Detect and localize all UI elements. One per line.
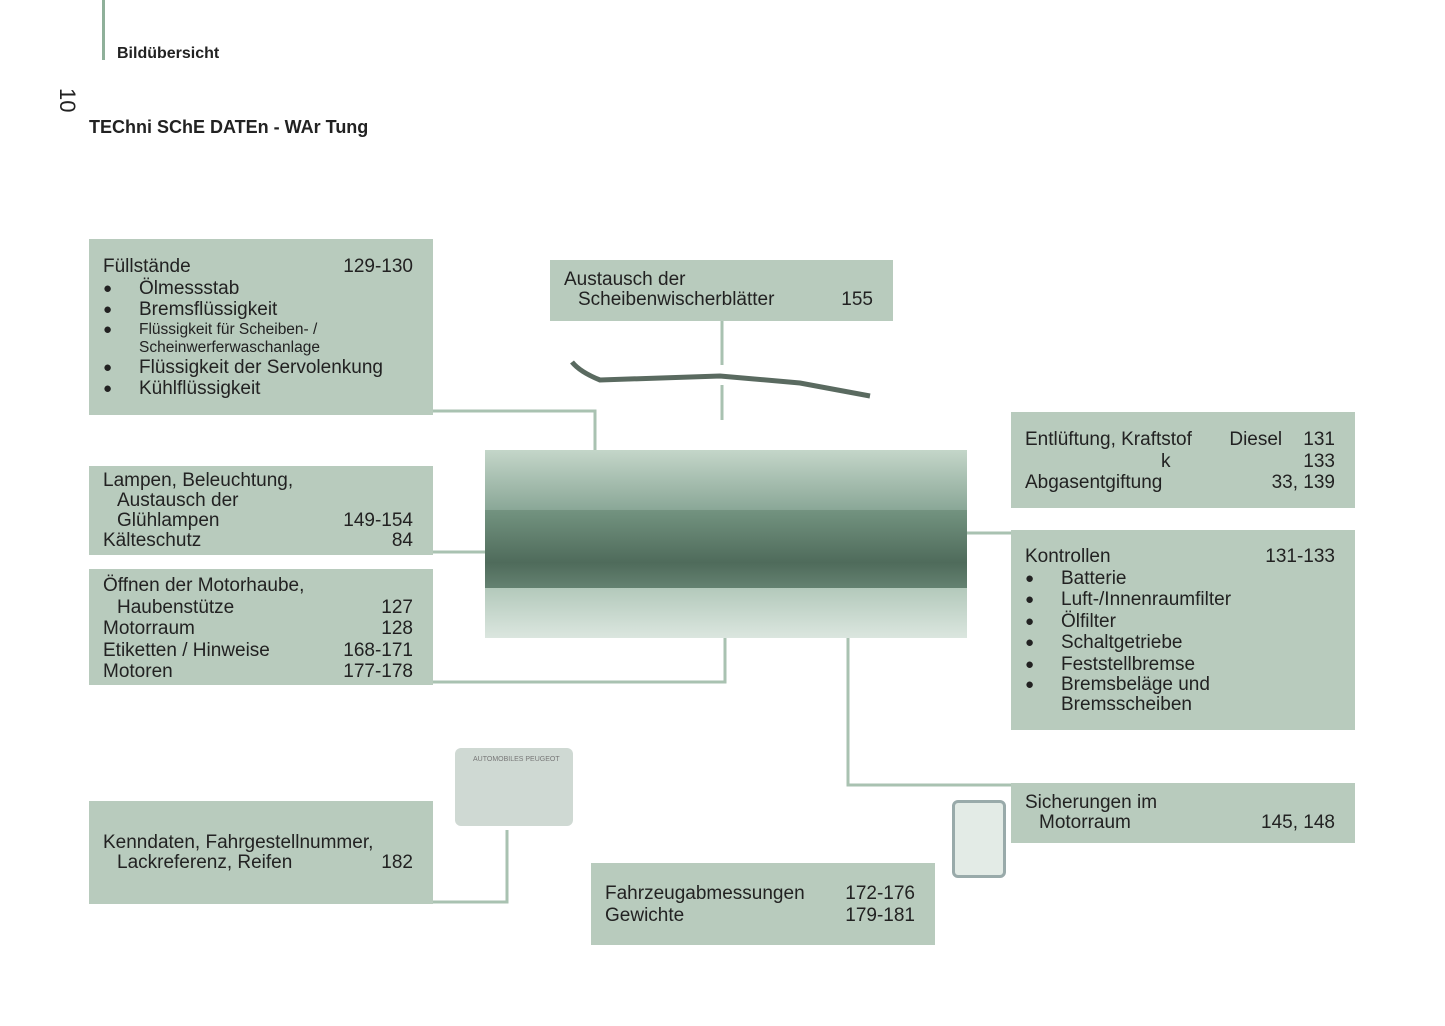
text-line: Sicherungen im: [1025, 792, 1158, 813]
box-entlueftung: Entlüftung, Kraftstof Diesel 131 k 133 Abg…: [1011, 412, 1355, 508]
text-line: Fahrzeugabmessungen: [605, 883, 805, 904]
page-ref: 131: [1303, 429, 1335, 450]
section-label: Bildübersicht: [117, 45, 220, 62]
list-item: Ölmessstab: [139, 277, 240, 299]
page-ref: 182: [381, 852, 413, 873]
text-line: Öffnen der Motorhaube,: [103, 575, 305, 596]
text-line: Haubenstütze: [117, 596, 235, 618]
list-item: Feststellbremse: [1061, 653, 1196, 675]
page-ref: 127: [381, 596, 413, 618]
page-ref: 179-181: [845, 904, 915, 926]
list-item: Luft-/Innenraumfilter: [1061, 589, 1232, 610]
text-line: Entlüftung, Kraftstof: [1025, 429, 1192, 450]
page-ref: 177-178: [343, 661, 413, 682]
page-ref: 155: [841, 289, 873, 310]
box-lampen: Lampen, Beleuchtung, Austausch der Glühl…: [89, 466, 433, 555]
text-line: Etiketten / Hinweise: [103, 639, 270, 661]
page-ref: 129-130: [343, 256, 413, 277]
page-ref: 128: [381, 618, 413, 639]
list-item: Kühlflüssigkeit: [139, 378, 261, 399]
plate-text: AUTOMOBILES PEUGEOT: [473, 756, 560, 763]
list-item: Flüssigkeit der Servolenkung: [139, 356, 383, 378]
text-line: k: [1161, 450, 1171, 472]
box-kenndaten: Kenndaten, Fahrgestellnummer, Lackrefere…: [89, 801, 433, 904]
list-item: Flüssigkeit für Scheiben- / Scheinwerfer…: [139, 320, 320, 356]
text-line: Kälteschutz: [103, 530, 202, 551]
text-line: Motorraum: [1039, 812, 1131, 833]
text-line: Gewichte: [605, 904, 685, 926]
header-rule: [102, 0, 105, 60]
page-ref: 133: [1303, 450, 1335, 472]
box-fahrzeug: Fahrzeugabmessungen 172-176 Gewichte 179-1…: [591, 863, 935, 945]
fuse-image: [952, 800, 1006, 878]
box-sicherungen: Sicherungen im Motorraum 145, 148: [1011, 783, 1355, 843]
page-ref: 145, 148: [1261, 812, 1335, 833]
engine-compartment-image: [485, 450, 967, 638]
text-line: Scheibenwischerblätter: [578, 289, 775, 310]
box-wischer: Austausch der Scheibenwischerblätter 155: [550, 260, 893, 321]
list-item: Schaltgetriebe: [1061, 632, 1183, 653]
text-line: Austausch der: [564, 269, 686, 290]
page-ref: 168-171: [343, 639, 413, 661]
text-line: Diesel: [1229, 429, 1283, 450]
text-line: Motorraum: [103, 618, 195, 639]
list-item: Bremsflüssigkeit: [139, 299, 278, 320]
text-line: Kenndaten, Fahrgestellnummer,: [103, 832, 374, 853]
list-item: Ölfilter: [1061, 610, 1116, 632]
box-title: Kontrollen: [1025, 546, 1111, 567]
page-title: TEChni SChE DATEn - WAr Tung: [89, 117, 369, 137]
text-line: Lackreferenz, Reifen: [117, 852, 293, 873]
page-ref: 131-133: [1265, 546, 1335, 567]
id-plate-image: AUTOMOBILES PEUGEOT: [455, 748, 573, 826]
text-line: Abgasentgiftung: [1025, 472, 1163, 493]
text-line: Glühlampen: [117, 510, 220, 531]
text-line: Austausch der: [117, 490, 239, 511]
list-item: Batterie: [1061, 567, 1127, 589]
page-ref: 172-176: [845, 883, 915, 904]
page-ref: 33, 139: [1271, 472, 1335, 493]
text-line: Lampen, Beleuchtung,: [103, 470, 294, 491]
page-ref: 149-154: [343, 510, 413, 531]
list-item: Bremsbeläge und Bremsscheiben: [1061, 674, 1210, 715]
box-title: Füllstände: [103, 256, 191, 277]
text-line: Motoren: [103, 661, 173, 682]
page-ref: 84: [391, 530, 413, 551]
box-motorhaube: Öffnen der Motorhaube, Haubenstütze 127 M…: [89, 569, 433, 685]
